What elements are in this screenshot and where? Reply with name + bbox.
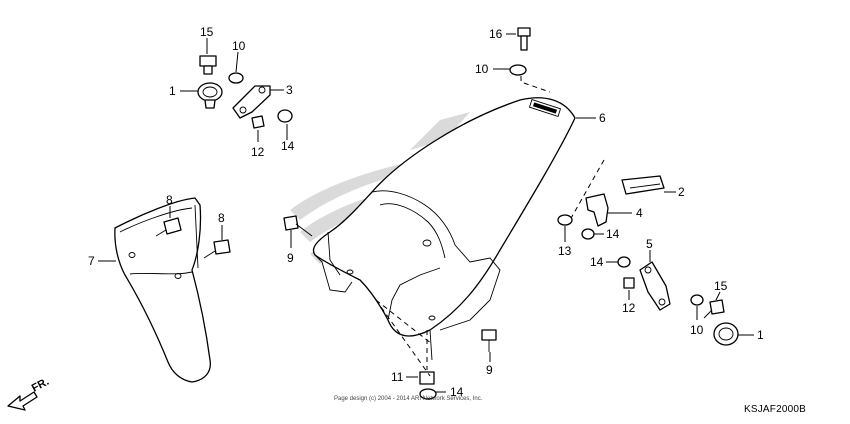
nut-12-top <box>251 115 265 129</box>
callout-16: 16 <box>489 27 503 41</box>
callout-9-bottom: 9 <box>486 363 493 377</box>
callout-9-left: 9 <box>287 251 294 265</box>
callout-labels: 15 10 1 3 12 14 16 10 6 8 8 7 9 2 4 13 1… <box>88 25 764 399</box>
leader-lines <box>98 33 754 393</box>
callout-5: 5 <box>646 237 653 251</box>
callout-13: 13 <box>558 244 572 258</box>
callout-1-top: 1 <box>169 84 176 98</box>
bolt-9-bottom <box>481 329 497 352</box>
reflector-1-right <box>713 322 739 346</box>
nut-10-top <box>228 72 244 84</box>
callout-12-right: 12 <box>622 301 636 315</box>
nut-14-right <box>617 256 631 268</box>
nut-10-fender <box>509 64 527 76</box>
callout-14-mid: 14 <box>606 227 620 241</box>
callout-10-right: 10 <box>690 323 704 337</box>
callout-12-top: 12 <box>251 145 265 159</box>
callout-14-right: 14 <box>590 255 604 269</box>
bolt-15-top <box>199 55 217 75</box>
bracket-5 <box>639 261 671 311</box>
callout-15-right: 15 <box>714 279 728 293</box>
callout-14-bottom: 14 <box>450 385 464 399</box>
front-direction-label: FR. <box>30 376 51 395</box>
bolt-16 <box>517 27 531 51</box>
callout-10-fender: 10 <box>475 62 489 76</box>
nut-14-bottom <box>419 388 437 400</box>
callout-3: 3 <box>286 83 293 97</box>
nut-11 <box>419 371 435 385</box>
callout-1-right: 1 <box>757 328 764 342</box>
bolt-9-left <box>283 215 313 237</box>
callout-6: 6 <box>599 111 606 125</box>
bracket-4 <box>585 193 609 227</box>
hardware-group <box>155 27 739 400</box>
bracket-3 <box>232 85 271 119</box>
nut-14-mid <box>581 228 595 240</box>
reflector-1-top <box>197 82 223 109</box>
nut-14-top <box>277 109 293 123</box>
copyright-notice: Page design (c) 2004 - 2014 ARI Network … <box>334 396 483 402</box>
callout-4: 4 <box>636 206 643 220</box>
nut-12-right <box>623 277 635 289</box>
bolt-15-right <box>703 299 725 319</box>
diagram-code: KSJAF2000B <box>743 404 806 415</box>
callout-14-top: 14 <box>281 139 295 153</box>
callout-7: 7 <box>88 254 95 268</box>
callout-11: 11 <box>391 370 404 384</box>
callout-8-left: 8 <box>166 193 173 207</box>
bolt-8-right <box>203 239 231 259</box>
front-direction-arrow: FR. <box>7 376 51 411</box>
callout-15-top: 15 <box>200 25 214 39</box>
callout-10-top: 10 <box>232 39 246 53</box>
rubber-2 <box>621 175 665 195</box>
nut-13 <box>557 214 573 226</box>
callout-8-right: 8 <box>218 211 225 225</box>
callout-2: 2 <box>678 185 685 199</box>
rear-fender <box>312 97 576 361</box>
nut-10-right <box>690 294 704 306</box>
splash-guard <box>114 197 211 383</box>
bolt-8-left <box>155 217 182 237</box>
